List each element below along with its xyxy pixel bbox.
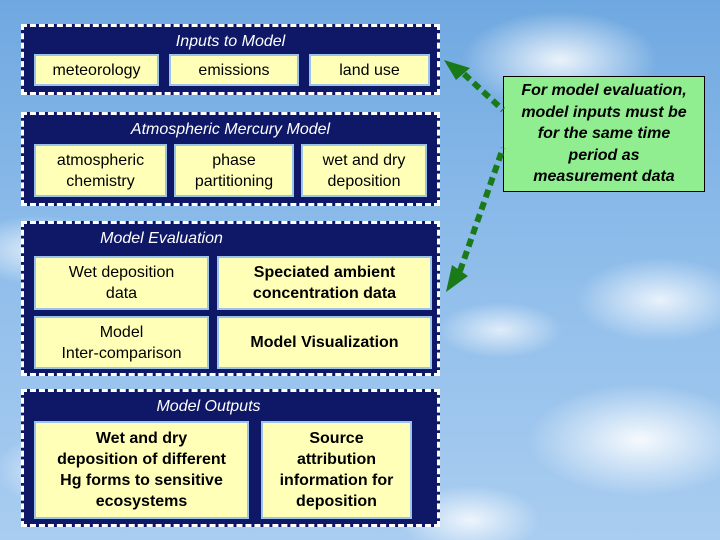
source-attribution-box: Source attribution information for depos…	[261, 421, 412, 519]
inputs-panel: Inputs to Model meteorology emissions la…	[21, 24, 440, 95]
arrow-line-to-inputs	[461, 71, 506, 113]
model-title: Atmospheric Mercury Model	[130, 121, 331, 138]
emissions-box: emissions	[169, 54, 299, 86]
outputs-title: Model Outputs	[156, 398, 261, 415]
evaluation-title: Model Evaluation	[100, 230, 223, 247]
arrow-line-to-evaluation	[457, 147, 506, 272]
atmospheric-chemistry-box: atmospheric chemistry	[34, 144, 167, 197]
model-panel: Atmospheric Mercury Model atmospheric ch…	[21, 112, 440, 206]
wet-dry-deposition-output-box: Wet and dry deposition of different Hg f…	[34, 421, 249, 519]
wet-deposition-data-box: Wet deposition data	[34, 256, 209, 310]
arrow-head-to-evaluation	[446, 265, 468, 292]
model-visualization-box: Model Visualization	[217, 316, 432, 369]
arrow-head-to-inputs	[444, 60, 470, 80]
speciated-concentration-box: Speciated ambient concentration data	[217, 256, 432, 310]
evaluation-panel: Model Evaluation Wet deposition data Spe…	[21, 221, 440, 376]
meteorology-box: meteorology	[34, 54, 159, 86]
inputs-title: Inputs to Model	[175, 33, 286, 50]
outputs-panel: Model Outputs Wet and dry deposition of …	[21, 389, 440, 527]
evaluation-note: For model evaluation, model inputs must …	[503, 76, 705, 192]
wet-dry-deposition-box: wet and dry deposition	[301, 144, 427, 197]
land-use-box: land use	[309, 54, 430, 86]
model-intercomparison-box: Model Inter-comparison	[34, 316, 209, 369]
phase-partitioning-box: phase partitioning	[174, 144, 294, 197]
